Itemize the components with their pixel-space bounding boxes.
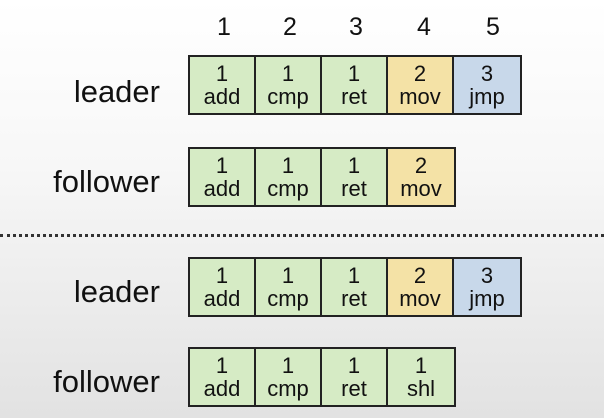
entry-command: mov (399, 84, 441, 109)
entry-term: 2 (413, 61, 427, 86)
entry-command: mov (400, 176, 442, 201)
entry-term: 1 (347, 353, 361, 378)
index-number-5: 5 (486, 13, 500, 41)
entry-command: cmp (267, 376, 309, 401)
entry-term: 1 (281, 263, 295, 288)
entry-command: ret (341, 176, 367, 201)
index-number-4: 4 (417, 13, 431, 41)
index-number-3: 3 (349, 13, 363, 41)
entry-term: 1 (347, 153, 361, 178)
entry-command: add (203, 84, 241, 109)
entry-term: 1 (347, 61, 361, 86)
entry-command: cmp (267, 286, 309, 311)
entry-term: 1 (215, 263, 229, 288)
entry-command: ret (341, 286, 367, 311)
entry-term: 1 (347, 263, 361, 288)
entry-term: 1 (281, 61, 295, 86)
entry-term: 1 (215, 61, 229, 86)
entry-term: 1 (281, 353, 295, 378)
entry-command: cmp (267, 84, 309, 109)
entry-command: add (203, 376, 241, 401)
index-number-1: 1 (217, 13, 231, 41)
entry-command: shl (406, 376, 436, 401)
entry-command: ret (341, 376, 367, 401)
entry-command: jmp (469, 286, 505, 311)
entry-term: 3 (480, 263, 494, 288)
entry-term: 2 (414, 153, 428, 178)
entry-command: add (203, 286, 241, 311)
entry-command: jmp (469, 84, 505, 109)
log-index-header: 1 2 3 4 5 (0, 10, 604, 44)
section-divider (0, 234, 604, 237)
follower-label: follower (53, 364, 160, 399)
entry-term: 2 (413, 263, 427, 288)
entry-term: 1 (215, 153, 229, 178)
entry-command: cmp (267, 176, 309, 201)
entry-term: 1 (414, 353, 428, 378)
entry-command: add (203, 176, 241, 201)
entry-term: 1 (281, 153, 295, 178)
index-number-2: 2 (283, 13, 297, 41)
entry-command: mov (399, 286, 441, 311)
entry-term: 3 (480, 61, 494, 86)
leader-label: leader (73, 74, 160, 109)
entry-command: ret (341, 84, 367, 109)
entry-term: 1 (215, 353, 229, 378)
leader-label: leader (73, 274, 160, 309)
follower-label: follower (53, 164, 160, 199)
